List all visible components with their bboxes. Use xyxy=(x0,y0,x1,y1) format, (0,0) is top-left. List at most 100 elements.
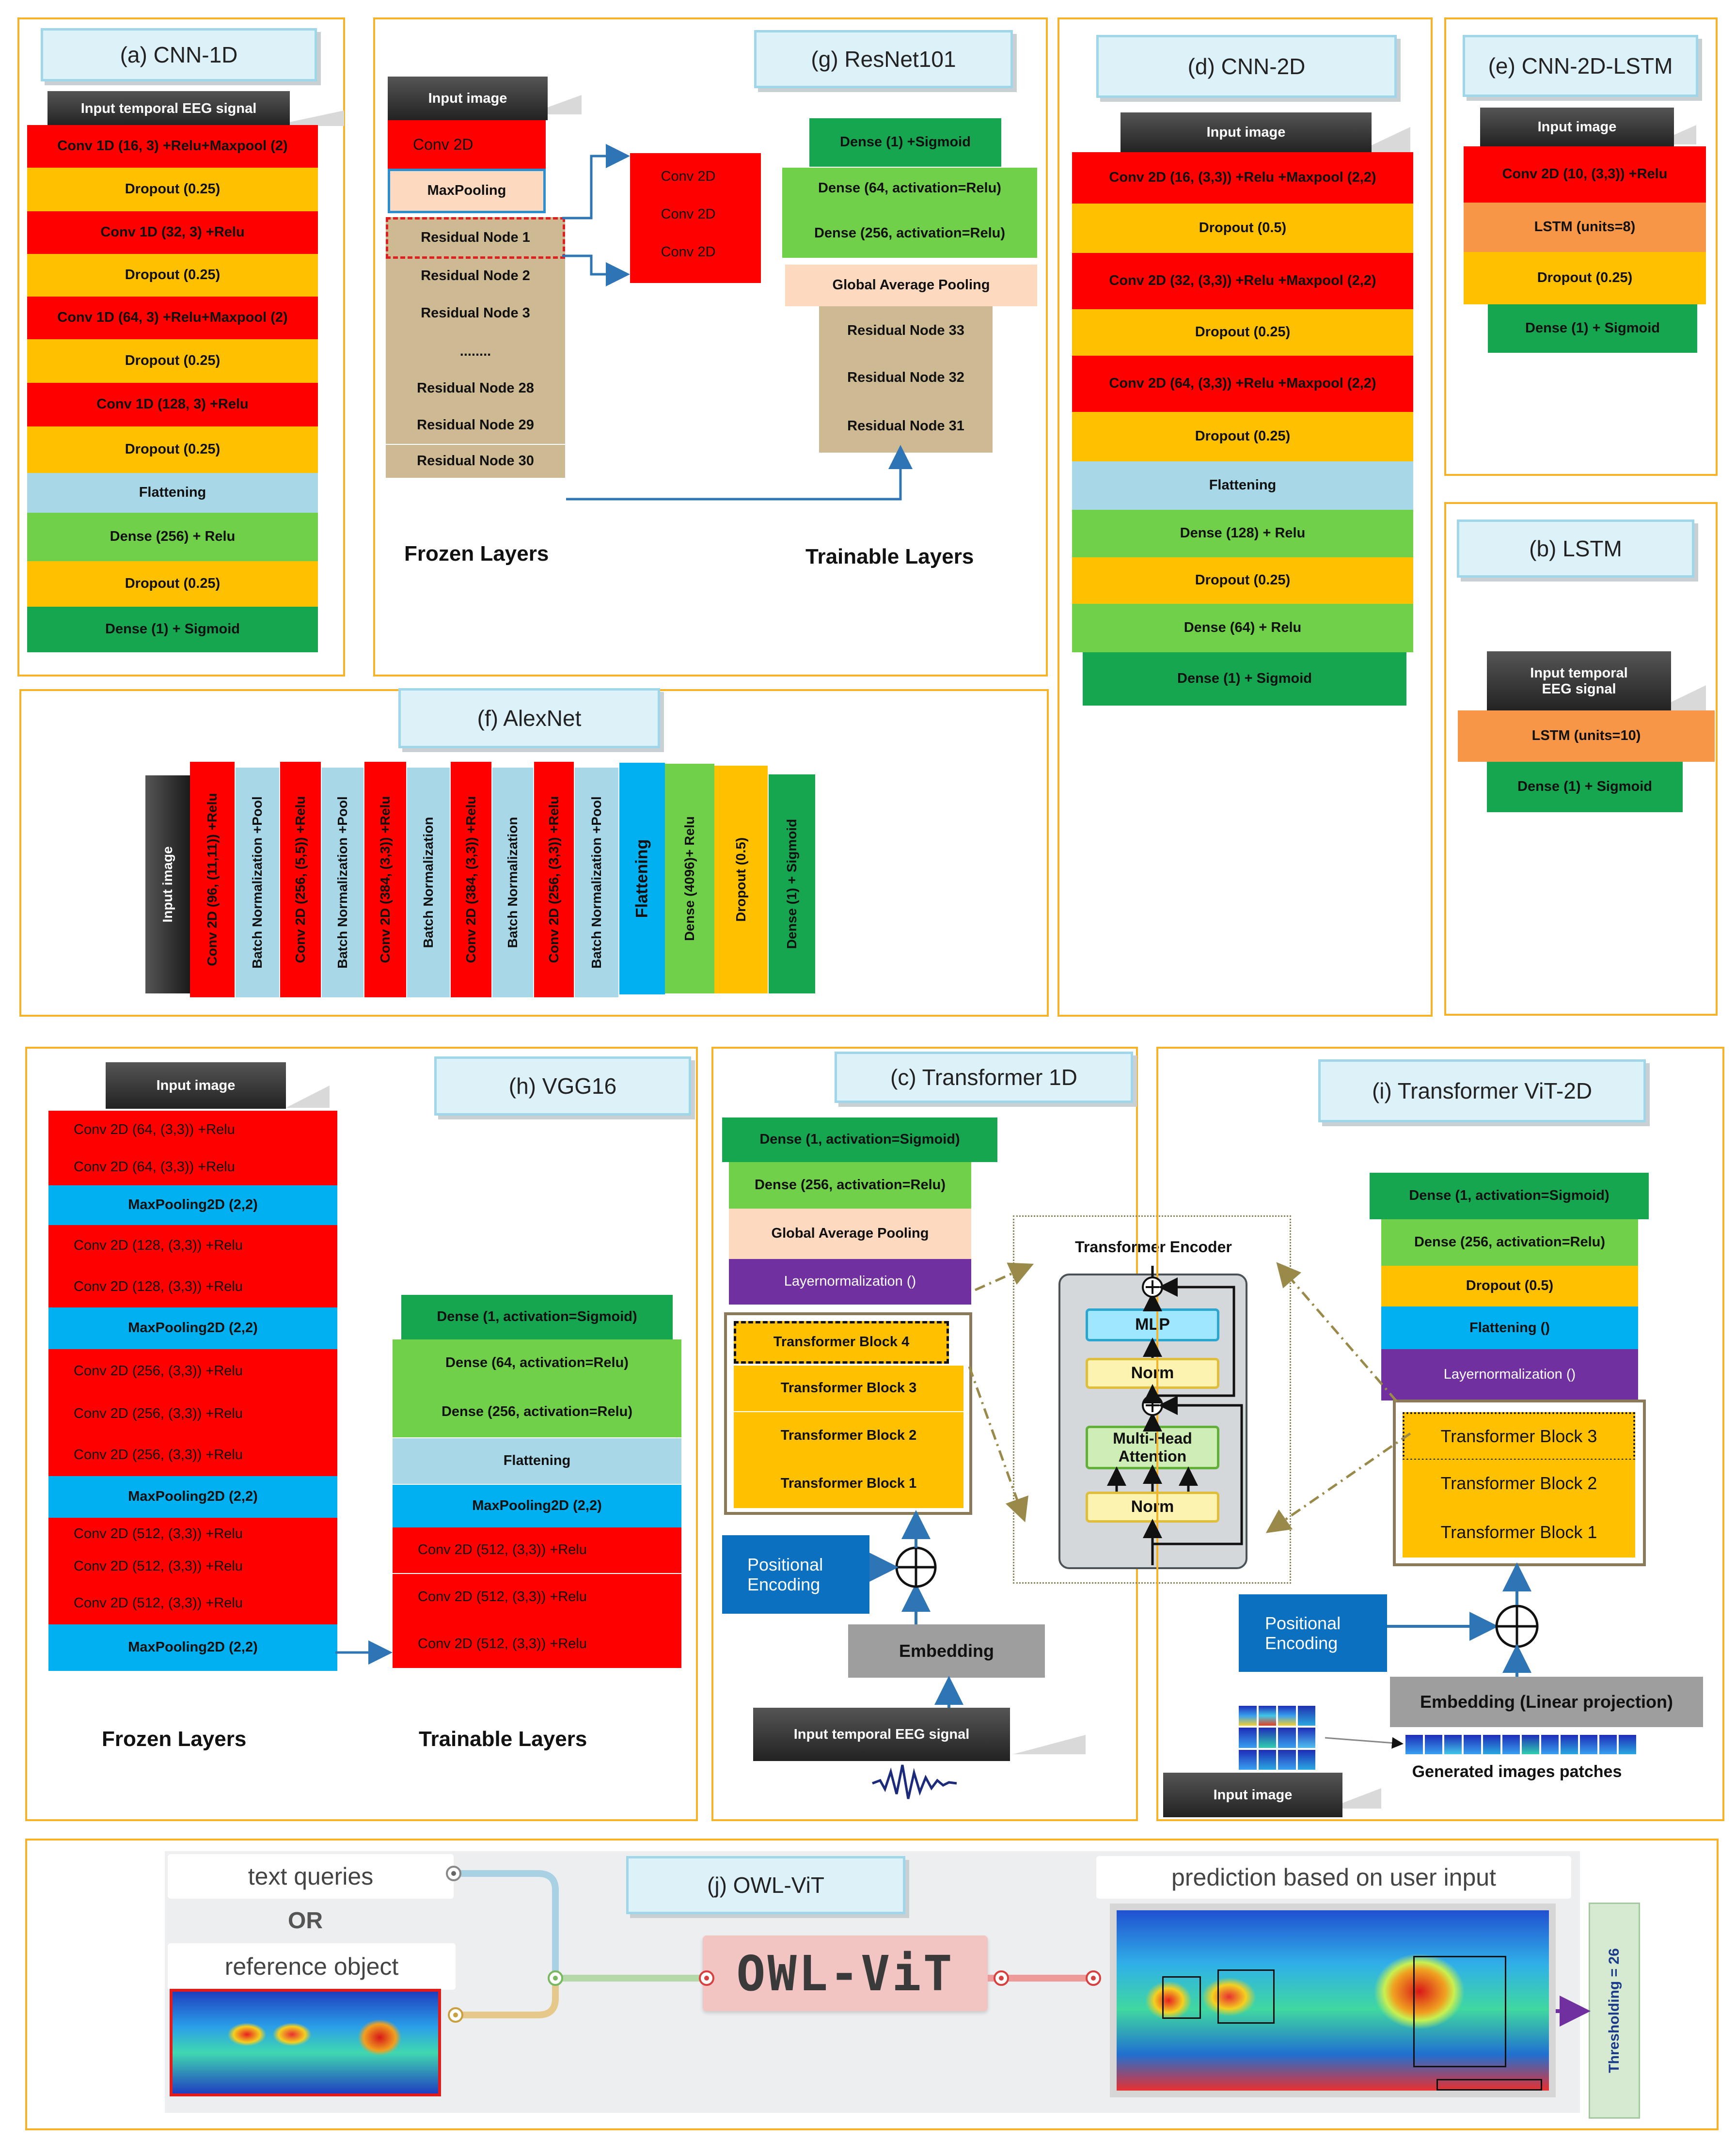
layer-dropout-0-5: Dropout (0.5) xyxy=(1072,204,1413,253)
detection-box xyxy=(1217,1969,1275,2024)
layer-conv-2d-64-3-3-relu: Conv 2D (64, (3,3)) +Relu xyxy=(48,1111,337,1149)
eeg-wave-icon xyxy=(872,1764,957,1799)
panel-cnn-1d xyxy=(17,17,345,677)
layer-dense-1-activation-sigmoid: Dense (1, activation=Sigmoid) xyxy=(401,1295,673,1339)
layer-dropout-0-25: Dropout (0.25) xyxy=(27,254,318,297)
layer-conv-2d: Conv 2D xyxy=(388,120,546,169)
layer-layernormalization: Layernormalization () xyxy=(729,1259,971,1305)
layer-dense-128-relu: Dense (128) + Relu xyxy=(1072,510,1413,557)
layer-flattening: Flattening xyxy=(1072,461,1413,510)
layer-transformer-block-3: Transformer Block 3 xyxy=(1403,1412,1635,1461)
layer-conv-2d-512-3-3-relu: Conv 2D (512, (3,3)) +Relu xyxy=(393,1527,681,1573)
embedding-block: Embedding xyxy=(848,1624,1045,1678)
layer-conv-2d: Conv 2D xyxy=(661,169,716,185)
transformer-encoder-title: Transformer Encoder xyxy=(1075,1238,1232,1256)
layer-conv-2d-512-3-3-relu: Conv 2D (512, (3,3)) +Relu xyxy=(393,1574,681,1621)
layer-transformer-block-1: Transformer Block 1 xyxy=(734,1460,963,1508)
layer-dense-64-activation-relu: Dense (64, activation=Relu) xyxy=(393,1339,681,1387)
input-block: Input image xyxy=(1163,1773,1342,1817)
layer-conv-2d-256-3-3-relu: Conv 2D (256, (3,3)) +Relu xyxy=(534,762,574,997)
panel-title-lstm: (b) LSTM xyxy=(1457,519,1694,578)
layer-conv-2d: Conv 2D xyxy=(661,206,716,222)
panel-title-cnn-2d: (d) CNN-2D xyxy=(1096,35,1397,98)
reference-heatmap xyxy=(170,1989,441,2096)
input-block: Input temporal EEG signal xyxy=(1487,651,1671,711)
encoder-connector xyxy=(974,1262,1034,1291)
layer-conv-2d-384-3-3-relu: Conv 2D (384, (3,3)) +Relu xyxy=(364,762,406,997)
panel-vgg16 xyxy=(25,1047,698,1821)
layer-dense-1-sigmoid: Dense (1) + Sigmoid xyxy=(1487,762,1683,812)
owl-vit-logo-text: OWL-ViT xyxy=(736,1945,954,2002)
layer-dense-4096-relu: Dense (4096)+ Relu xyxy=(665,764,714,993)
positional-encoding-block: Positional Encoding xyxy=(1239,1594,1387,1672)
layer-dropout-0-25: Dropout (0.25) xyxy=(1072,412,1413,461)
layer-transformer-block-4: Transformer Block 4 xyxy=(734,1321,949,1364)
mha-line-1: Multi-Head xyxy=(1113,1430,1192,1448)
resnet-arrow xyxy=(562,254,630,286)
prediction-label: prediction based on user input xyxy=(1171,1864,1496,1891)
layer-conv-1d-128-3-relu: Conv 1D (128, 3) +Relu xyxy=(27,383,318,426)
layer-dense-1-activation-sigmoid: Dense (1, activation=Sigmoid) xyxy=(722,1117,997,1162)
layer-flattening: Flattening xyxy=(27,473,318,513)
input-block: Input image xyxy=(388,77,548,120)
or-label: OR xyxy=(288,1908,323,1934)
layer-conv-1d-16-3-relu-maxpool-2: Conv 1D (16, 3) +Relu+Maxpool (2) xyxy=(27,125,318,168)
prediction-heatmap xyxy=(1110,1904,1556,2097)
layer-dense-256-activation-relu: Dense (256, activation=Relu) xyxy=(782,209,1037,258)
layer-global-average-pooling: Global Average Pooling xyxy=(785,265,1037,306)
positional-encoding-line-1: Positional xyxy=(747,1554,823,1574)
layer-maxpooling: MaxPooling xyxy=(388,169,546,213)
layer-transformer-block-2: Transformer Block 2 xyxy=(1403,1460,1635,1507)
layer-conv-2d-128-3-3-relu: Conv 2D (128, (3,3)) +Relu xyxy=(48,1267,337,1307)
layer-maxpooling2d-2-2: MaxPooling2D (2,2) xyxy=(48,1185,337,1225)
layer-dense-64-activation-relu: Dense (64, activation=Relu) xyxy=(782,168,1037,209)
panel-title-resnet101: (g) ResNet101 xyxy=(754,30,1013,88)
layer-: ........ xyxy=(386,333,565,370)
layer-global-average-pooling: Global Average Pooling xyxy=(729,1209,971,1259)
layer-conv-2d-10-3-3-relu: Conv 2D (10, (3,3)) +Relu xyxy=(1464,146,1706,203)
panel-lstm xyxy=(1444,502,1718,1016)
text-queries-label: text queries xyxy=(248,1863,374,1890)
layer-residual-node-2: Residual Node 2 xyxy=(386,259,565,294)
layer-maxpooling2d-2-2: MaxPooling2D (2,2) xyxy=(48,1624,337,1671)
detection-box xyxy=(1413,1956,1506,2067)
multi-head-attention-block: Multi-Head Attention xyxy=(1086,1426,1219,1469)
layer-residual-node-1: Residual Node 1 xyxy=(386,217,565,259)
layer-dropout-0-5: Dropout (0.5) xyxy=(1381,1266,1638,1306)
layer-conv-2d-256-3-3-relu: Conv 2D (256, (3,3)) +Relu xyxy=(48,1434,337,1476)
layer-transformer-block-3: Transformer Block 3 xyxy=(734,1366,963,1411)
panel-title-cnn-2d-lstm: (e) CNN-2D-LSTM xyxy=(1463,35,1698,97)
layer-residual-node-29: Residual Node 29 xyxy=(386,407,565,444)
layer-conv-2d-512-3-3-relu: Conv 2D (512, (3,3)) +Relu xyxy=(48,1518,337,1551)
panel-transformer-vit-2d xyxy=(1156,1047,1724,1821)
layer-dense-1-sigmoid: Dense (1) + Sigmoid xyxy=(1488,304,1697,353)
layer-conv-2d-512-3-3-relu: Conv 2D (512, (3,3)) +Relu xyxy=(393,1621,681,1668)
resnet-arrow xyxy=(566,445,913,501)
layer-conv-2d-32-3-3-relu-maxpool-2-2: Conv 2D (32, (3,3)) +Relu +Maxpool (2,2) xyxy=(1072,253,1413,309)
encoder-connector xyxy=(968,1366,1029,1523)
layer-batch-normalization: Batch Normalization xyxy=(492,768,533,997)
layer-dropout-0-25: Dropout (0.25) xyxy=(27,561,318,607)
layer-maxpooling2d-2-2: MaxPooling2D (2,2) xyxy=(393,1485,681,1527)
layer-dropout-0-25: Dropout (0.25) xyxy=(27,426,318,473)
layer-dense-256-activation-relu: Dense (256, activation=Relu) xyxy=(393,1387,681,1437)
layer-maxpooling2d-2-2: MaxPooling2D (2,2) xyxy=(48,1307,337,1349)
layer-flattening: Flattening xyxy=(619,763,665,994)
frozen-layers-label: Frozen Layers xyxy=(404,542,549,566)
image-grid-thumbnail xyxy=(1239,1706,1315,1770)
input-line-1: Input temporal xyxy=(1530,665,1628,681)
embedding-linear-projection-block: Embedding (Linear projection) xyxy=(1390,1677,1703,1727)
layer-dropout-0-25: Dropout (0.25) xyxy=(1072,557,1413,604)
layer-dense-256-relu: Dense (256) + Relu xyxy=(27,513,318,561)
prediction-box: prediction based on user input xyxy=(1096,1856,1571,1899)
panel-cnn-2d xyxy=(1057,17,1433,1017)
encoder-connector xyxy=(1265,1432,1411,1533)
layer-flattening: Flattening xyxy=(393,1438,681,1484)
layer-layernormalization: Layernormalization () xyxy=(1381,1349,1638,1400)
layer-residual-node-33: Residual Node 33 xyxy=(819,306,993,356)
encoder-connector xyxy=(1276,1262,1398,1402)
panel-resnet101 xyxy=(373,17,1048,677)
conv-detail-bg xyxy=(630,153,761,283)
resnet-arrow xyxy=(562,144,630,220)
panel-title-vgg16: (h) VGG16 xyxy=(434,1056,691,1116)
